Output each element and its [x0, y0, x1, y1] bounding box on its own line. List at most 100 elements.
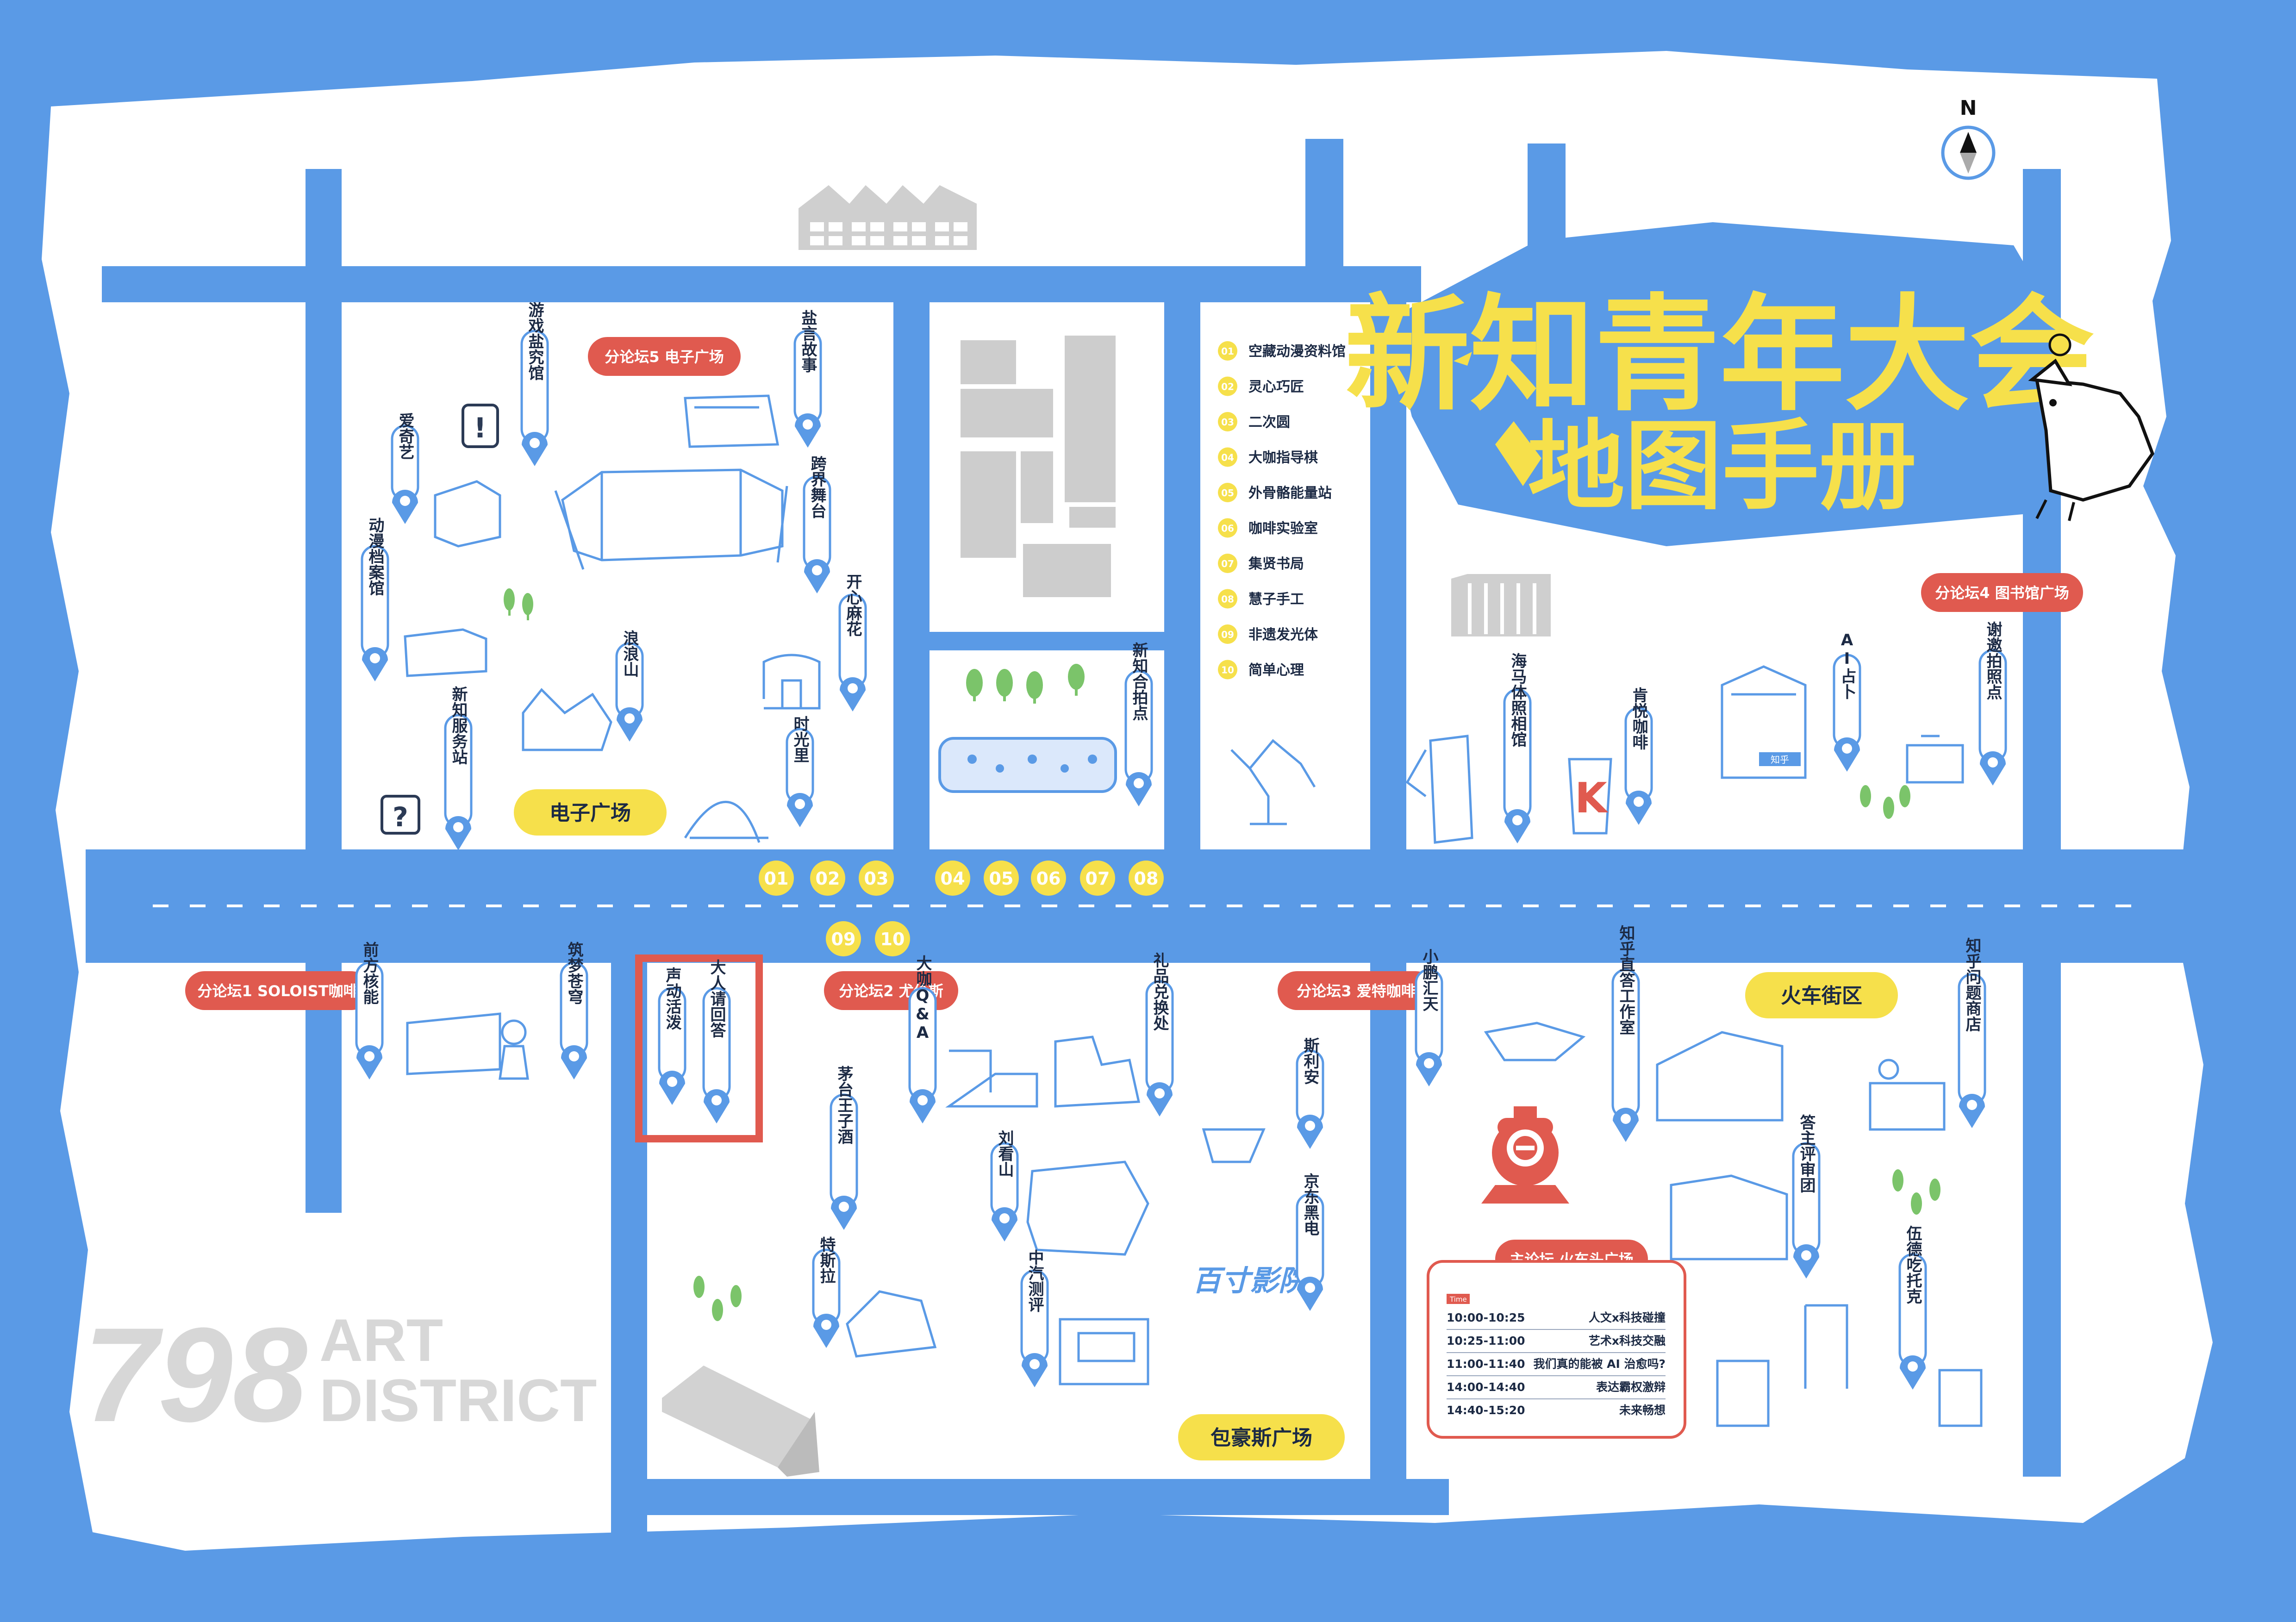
map-pin-icon: [445, 816, 471, 850]
pin-label: 游戏盐究馆: [525, 302, 544, 381]
location-pin[interactable]: 游戏盐究馆: [520, 302, 549, 466]
warehouse-icon: [662, 1366, 819, 1477]
watermark-district: DISTRICT: [319, 1366, 597, 1434]
robot-arm-sketch-icon: [1230, 739, 1316, 825]
cup-sketch-icon: [1568, 758, 1612, 835]
location-pin[interactable]: 浪浪山: [615, 630, 644, 742]
booth-sketch-icon-2: [406, 1012, 501, 1075]
location-pin[interactable]: 动漫档案馆: [361, 517, 389, 681]
street-marker-text: 08: [1134, 868, 1159, 889]
pin-label: 开心麻花: [843, 574, 862, 636]
location-pin[interactable]: 时光里: [786, 716, 814, 827]
camera-sketch-icon: [1906, 735, 1964, 784]
map-pin-icon: [561, 1045, 587, 1079]
location-pin[interactable]: 茅台王子酒: [830, 1066, 858, 1230]
forum-label: 分论坛5 电子广场: [588, 337, 741, 376]
location-pin[interactable]: 知乎直答工作室: [1611, 925, 1640, 1142]
street-marker: 02: [810, 861, 845, 896]
schedule-event: 人文x科技碰撞: [1589, 1311, 1666, 1324]
street-marker: 10: [875, 921, 910, 956]
location-pin[interactable]: 筑梦苍穹: [560, 942, 588, 1079]
forum-label-text: 分论坛1 SOLOIST咖啡: [198, 982, 358, 1000]
question-box-icon: ?: [381, 795, 420, 835]
schedule-time: 11:00-11:40: [1447, 1357, 1525, 1371]
map-pin-icon: [1834, 737, 1860, 772]
zhihu-tag: 知乎: [1759, 752, 1801, 766]
compass-icon: N: [1941, 96, 1996, 180]
location-pin[interactable]: 前方核能: [355, 942, 384, 1079]
legend-number: 01: [1221, 346, 1234, 357]
location-pin[interactable]: AI占卜: [1833, 631, 1861, 772]
legend-number: 08: [1221, 594, 1234, 605]
pin-label: AI占卜: [1838, 631, 1856, 699]
location-pin[interactable]: 新知服务站: [444, 686, 473, 850]
arch-sketch-icon: [684, 801, 768, 843]
location-pin[interactable]: 谢邀拍照点: [1978, 621, 2007, 786]
location-pin[interactable]: 海马体照相馆: [1503, 653, 1532, 843]
location-pin[interactable]: 特斯拉: [812, 1236, 841, 1348]
map-pin-icon: [1900, 1355, 1926, 1390]
location-pin[interactable]: 伍德吃托克: [1898, 1225, 1927, 1390]
street-marker-text: 01: [764, 868, 789, 889]
map-pin-icon: [1980, 751, 2006, 786]
street-marker-text: 02: [816, 868, 840, 889]
location-pin[interactable]: 京东黑电: [1296, 1173, 1324, 1311]
map-pin-icon: [1297, 1277, 1323, 1311]
pin-label: 爱奇艺: [396, 412, 414, 460]
forum-label: 分论坛2 尤伦斯: [824, 971, 958, 1010]
pin-label: 礼品兑换处: [1150, 952, 1169, 1031]
location-pin[interactable]: 礼品兑换处: [1145, 952, 1174, 1117]
title-main: 新知青年大会: [1345, 282, 2095, 428]
mascot-dog-icon: [2028, 333, 2154, 521]
pin-label: 答主评审团: [1797, 1114, 1816, 1193]
map-pin-icon: [1416, 1052, 1442, 1086]
map-pin-icon: [362, 647, 388, 681]
location-pin[interactable]: 新知合拍点: [1124, 642, 1153, 806]
street-marker: 08: [1129, 861, 1164, 896]
cow-sketch-icon: [1026, 1160, 1149, 1256]
stadium-building-icon: [1451, 574, 1551, 636]
tree-icons: [504, 588, 1940, 1321]
location-pin[interactable]: 答主评审团: [1792, 1114, 1821, 1279]
location-pin[interactable]: 跨界舞台: [803, 455, 831, 593]
forum-label-text: 分论坛4 图书馆广场: [1935, 584, 2069, 602]
schedule-event: 未来畅想: [1619, 1404, 1666, 1417]
location-pin[interactable]: 大咖Q&A: [908, 955, 937, 1123]
location-pin[interactable]: 斯利安: [1296, 1037, 1324, 1149]
legend-label: 外骨骼能量站: [1248, 485, 1332, 501]
location-pin[interactable]: 爱奇艺: [391, 412, 419, 524]
wheelbarrow-sketch-icon: [1202, 1128, 1266, 1163]
location-pin[interactable]: 肯悦咖啡: [1624, 687, 1653, 825]
area-label-text: 电子广场: [549, 801, 631, 825]
map-pin-icon: [910, 1089, 936, 1123]
pin-label: 跨界舞台: [808, 455, 826, 518]
pin-label: 肯悦咖啡: [1629, 687, 1648, 750]
schedule-event: 我们真的能被 AI 治愈吗?: [1533, 1357, 1666, 1371]
location-pin[interactable]: 小鹏汇天: [1415, 948, 1443, 1086]
area-label-text: 包豪斯广场: [1210, 1426, 1312, 1450]
pin-label: 新知合拍点: [1129, 642, 1148, 721]
map-pin-icon: [787, 793, 813, 827]
schedule-row: 11:00-11:40 我们真的能被 AI 治愈吗?: [1447, 1357, 1666, 1376]
schedule-time: 10:00-10:25: [1447, 1311, 1525, 1324]
factory-roof-icon: [799, 185, 977, 250]
location-pin[interactable]: 刘看山: [990, 1130, 1019, 1241]
location-pin[interactable]: 开心麻花: [838, 574, 867, 711]
street-marker-text: 06: [1036, 868, 1061, 889]
location-pin[interactable]: 大人请回答: [702, 959, 731, 1123]
location-pin[interactable]: 知乎问题商店: [1958, 937, 1986, 1128]
location-pin[interactable]: 盐言故事: [793, 310, 822, 448]
pin-label: 盐言故事: [799, 310, 817, 373]
pin-label: 京东黑电: [1301, 1173, 1319, 1236]
location-pin[interactable]: 声动活泼: [658, 967, 686, 1105]
location-pin[interactable]: 中汽测评: [1020, 1249, 1049, 1387]
